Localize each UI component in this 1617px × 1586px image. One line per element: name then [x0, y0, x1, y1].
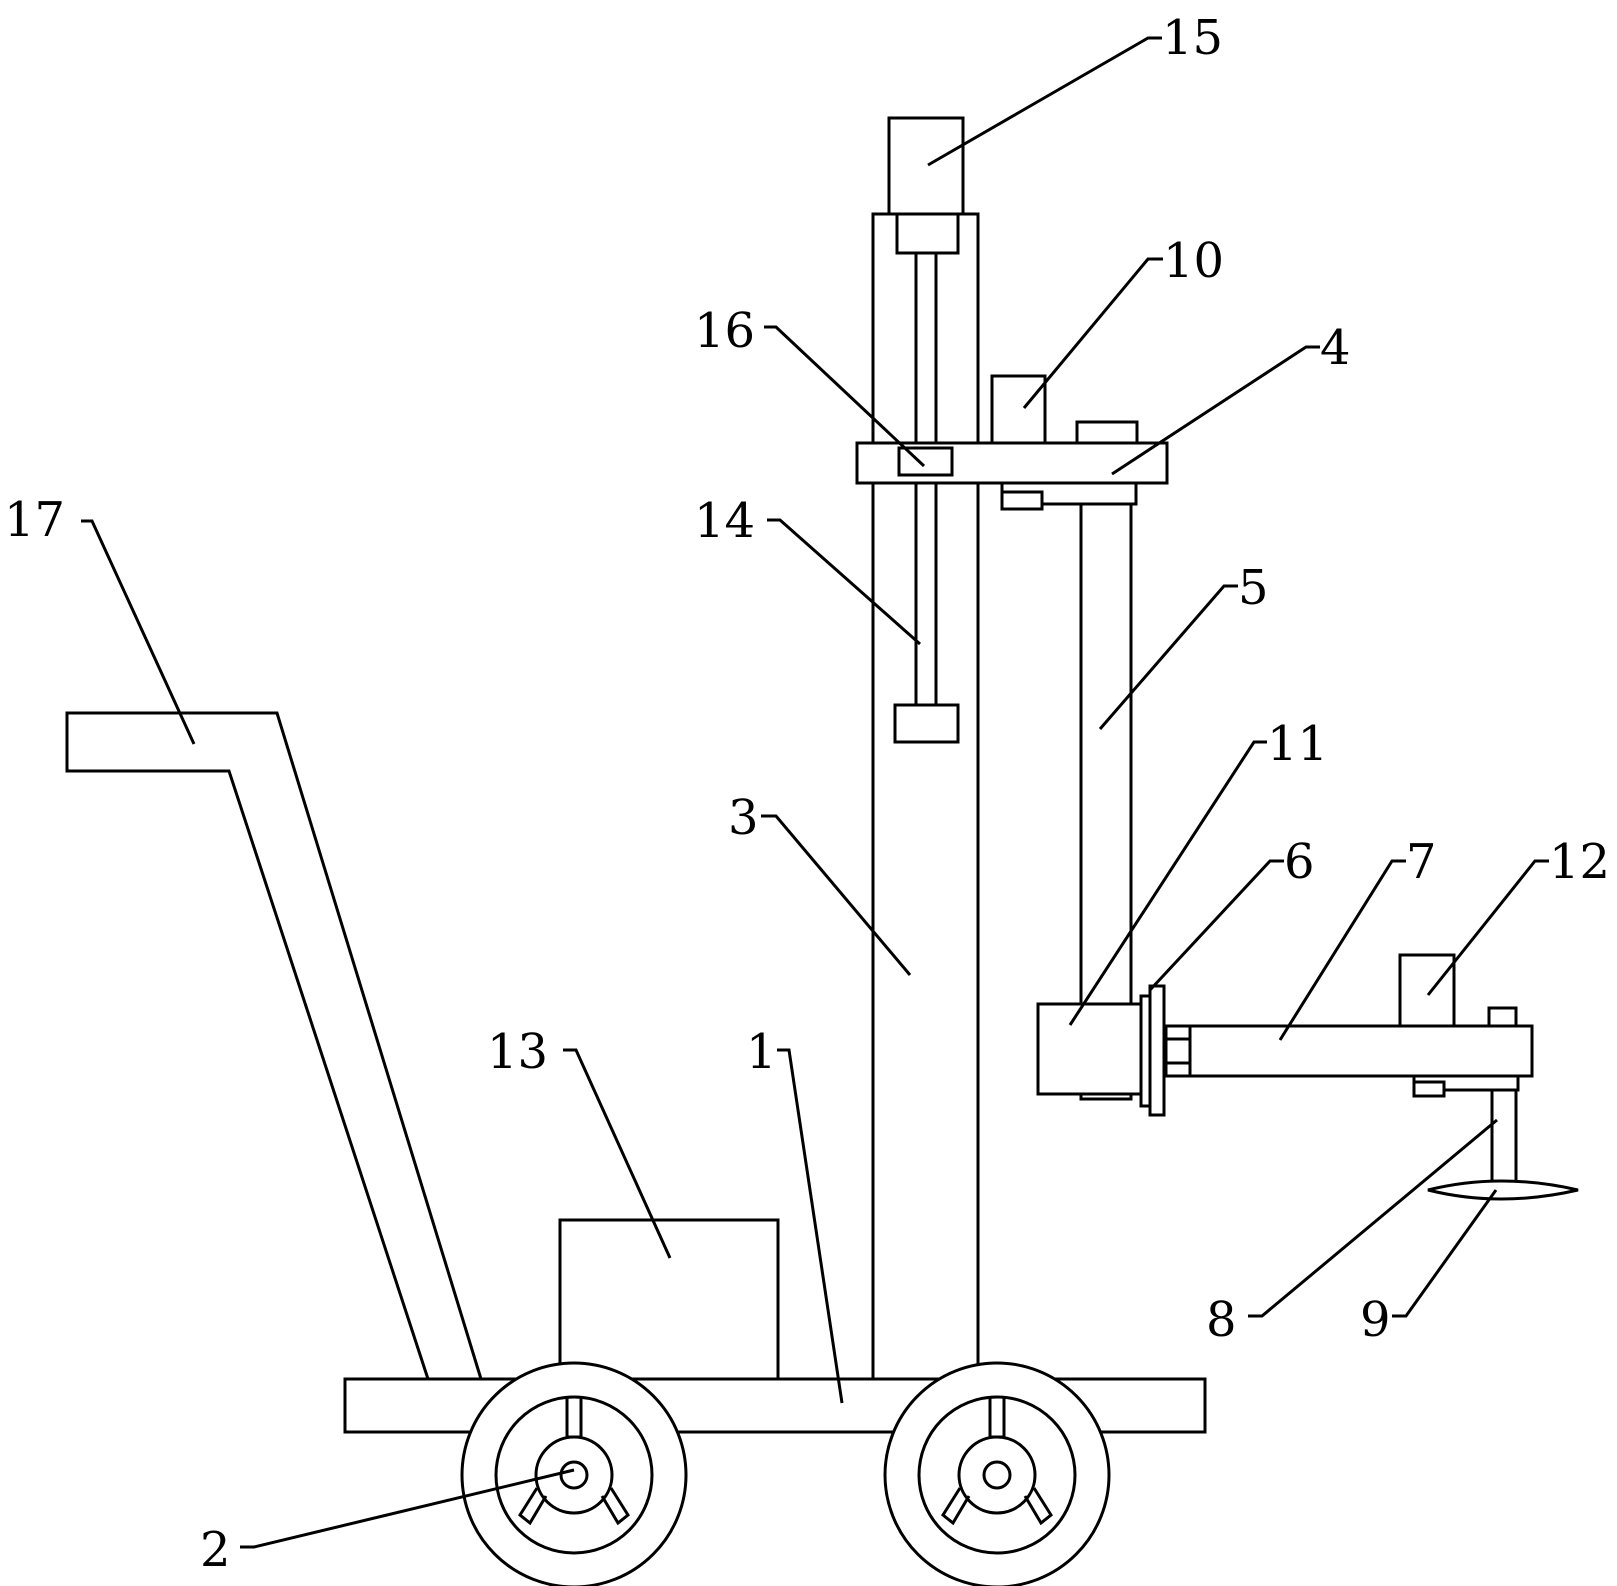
- flange: [1148, 984, 1166, 1117]
- screw-nut: [897, 446, 954, 477]
- label-13: 13: [487, 1024, 548, 1080]
- label-11: 11: [1267, 716, 1328, 772]
- motor-mount: [895, 212, 960, 255]
- arm-top-block: [1075, 420, 1139, 445]
- label-6: 6: [1284, 834, 1315, 890]
- label-3: 3: [728, 790, 759, 846]
- lower-arm-block: [1487, 1006, 1518, 1028]
- label-2: 2: [200, 1522, 231, 1578]
- label-10: 10: [1163, 233, 1224, 289]
- flange-inner: [1139, 994, 1152, 1108]
- label-15: 15: [1162, 10, 1223, 66]
- label-4: 4: [1320, 320, 1351, 376]
- vertical-shaft: [1079, 502, 1133, 1101]
- label-8: 8: [1206, 1292, 1237, 1348]
- label-9: 9: [1360, 1292, 1391, 1348]
- label-7: 7: [1406, 834, 1437, 890]
- lower-arm: [1188, 1024, 1534, 1078]
- part-labels: 15 10 16 4 14 5 17 11 3 6 7 12 13 1 8 9 …: [4, 10, 1610, 1578]
- wheel-left: [460, 1361, 688, 1586]
- nut-ring: [1164, 1037, 1192, 1065]
- label-16: 16: [694, 303, 755, 359]
- label-5: 5: [1238, 560, 1269, 616]
- screw-end-block: [893, 703, 960, 744]
- lower-pulley-knob: [1412, 1080, 1446, 1098]
- wheel-right: [883, 1361, 1111, 1586]
- push-handle: [65, 711, 483, 1380]
- label-1: 1: [746, 1024, 777, 1080]
- spindle: [1490, 1088, 1518, 1188]
- leader-lines: [81, 36, 1549, 1549]
- label-12: 12: [1549, 834, 1610, 890]
- label-17: 17: [4, 492, 65, 548]
- joint-motor: [1036, 1002, 1152, 1096]
- motor-12: [1398, 953, 1456, 1028]
- motor-10: [990, 374, 1047, 445]
- control-box: [558, 1218, 780, 1381]
- cutting-blade: [1427, 1179, 1579, 1201]
- label-14: 14: [694, 493, 755, 549]
- top-motor: [887, 116, 965, 216]
- upper-pulley-knob: [1000, 490, 1044, 511]
